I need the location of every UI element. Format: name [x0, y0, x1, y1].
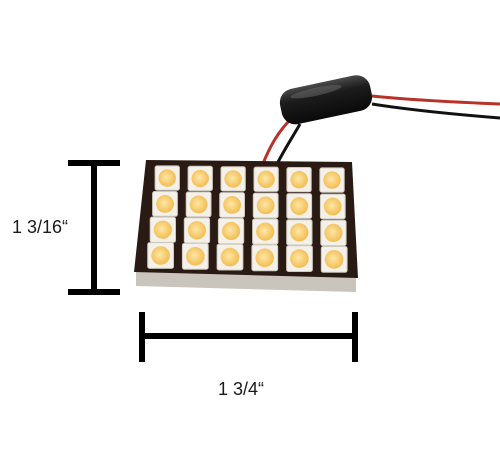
width-dimension-marker: [139, 312, 358, 362]
led-emitter: [324, 223, 343, 242]
led-chip: [286, 193, 313, 219]
led-emitter: [323, 197, 342, 216]
led-board: [134, 160, 358, 292]
led-emitter: [290, 249, 309, 268]
led-emitter: [324, 250, 344, 269]
led-chip: [252, 218, 279, 245]
led-chip: [217, 217, 245, 245]
led-chip: [319, 167, 345, 193]
led-emitter: [256, 196, 275, 215]
inline-connector: [279, 75, 373, 125]
led-emitter: [153, 220, 172, 239]
red-wire-lead: [260, 118, 292, 167]
led-grid: [147, 165, 348, 273]
led-emitter: [156, 195, 174, 213]
height-dimension-marker: [68, 160, 120, 295]
red-wire-right: [371, 94, 500, 106]
led-emitter: [255, 248, 274, 268]
led-chip: [253, 166, 279, 192]
led-emitter: [290, 171, 308, 189]
black-wire-right: [371, 102, 500, 120]
led-chip: [187, 165, 213, 192]
led-chip: [252, 192, 279, 219]
led-emitter: [191, 169, 209, 188]
led-chip: [320, 219, 347, 247]
led-chip: [286, 245, 313, 272]
led-chip: [183, 217, 211, 244]
led-chip: [181, 242, 209, 270]
led-chip: [154, 165, 180, 191]
led-emitter: [222, 221, 241, 241]
led-emitter: [189, 195, 208, 214]
led-chip: [286, 219, 313, 246]
led-emitter: [290, 197, 309, 215]
led-emitter: [151, 246, 170, 265]
led-emitter: [186, 246, 205, 266]
led-emitter: [187, 221, 206, 240]
led-emitter: [257, 170, 275, 188]
led-chip: [320, 246, 348, 273]
led-emitter: [224, 170, 242, 188]
led-emitter: [323, 171, 341, 189]
led-chip: [220, 166, 246, 192]
width-dimension-label: 1 3/4“: [218, 379, 265, 399]
led-chip: [216, 243, 244, 271]
led-emitter: [158, 169, 176, 187]
led-chip: [251, 244, 279, 272]
led-chip: [185, 191, 212, 218]
led-chip: [152, 191, 178, 217]
led-chip: [319, 193, 346, 220]
led-emitter: [290, 223, 309, 242]
led-chip: [286, 167, 312, 193]
height-dimension-label: 1 3/16“: [12, 217, 69, 237]
led-emitter: [223, 196, 242, 214]
led-emitter: [220, 247, 240, 267]
led-chip: [219, 192, 245, 218]
led-chip: [149, 216, 176, 243]
led-chip: [147, 242, 174, 269]
led-emitter: [256, 222, 275, 241]
